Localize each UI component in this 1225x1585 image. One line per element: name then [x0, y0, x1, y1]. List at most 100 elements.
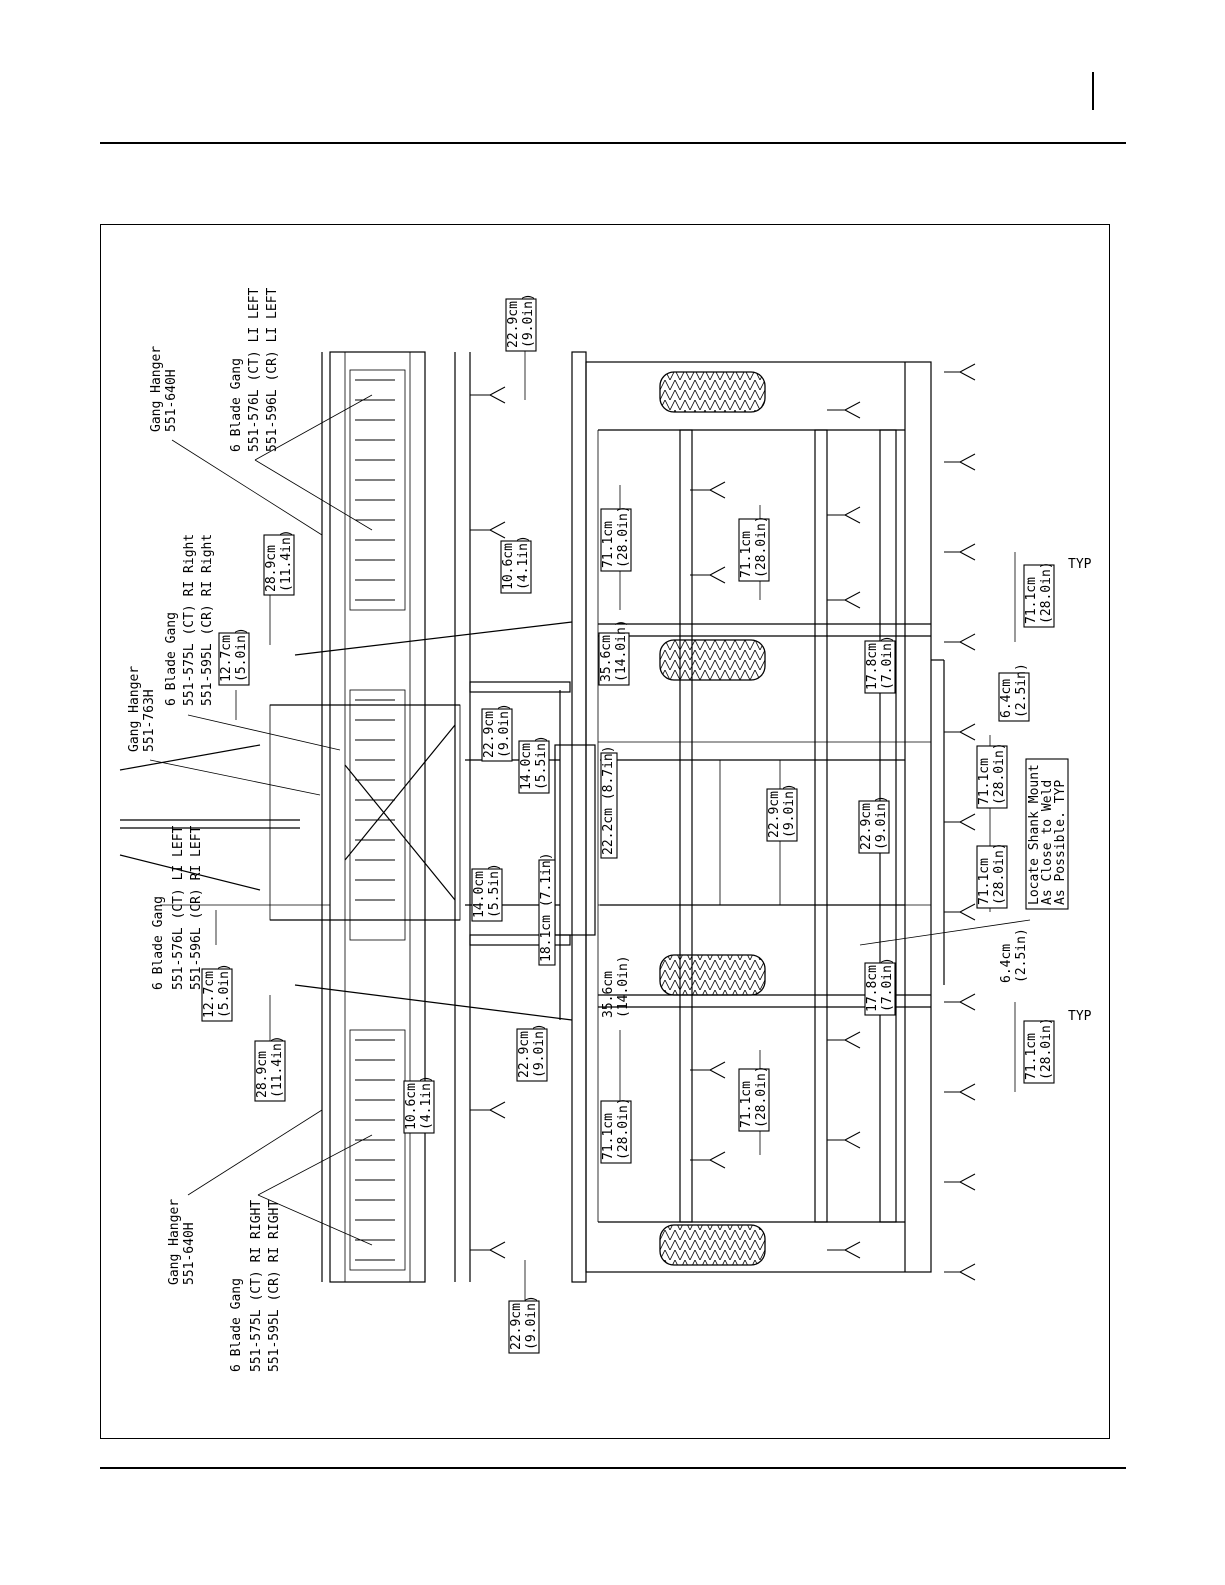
dim-22-9-c1: 22.9cm(9.0in) [766, 783, 798, 842]
svg-text:35.6cm: 35.6cm [601, 971, 616, 1018]
svg-text:(28.0in): (28.0in) [1039, 1017, 1054, 1080]
svg-text:22.9cm: 22.9cm [517, 1031, 532, 1078]
svg-text:22.9cm: 22.9cm [509, 1303, 524, 1350]
dimension-callouts: 22.9cm(9.0in) 28.9cm(11.4in) 12.7cm(5.0i… [201, 293, 1092, 1354]
svg-text:6.4cm: 6.4cm [999, 679, 1014, 718]
svg-text:(9.0in): (9.0in) [524, 1295, 539, 1350]
dim-17-8-bot: 17.8cm(7.0in) [864, 957, 896, 1016]
svg-text:71.1cm: 71.1cm [601, 1113, 616, 1160]
svg-text:71.1cm: 71.1cm [739, 1081, 754, 1128]
svg-text:22.9cm: 22.9cm [506, 301, 521, 348]
svg-text:(5.0in): (5.0in) [234, 627, 249, 682]
dim-typ-top: TYP [1068, 557, 1092, 572]
svg-text:551-576L (CT) LI LEFT: 551-576L (CT) LI LEFT [247, 287, 262, 452]
shank-sweeps [470, 363, 976, 1281]
svg-text:71.1cm: 71.1cm [977, 858, 992, 905]
svg-text:551-763H: 551-763H [142, 689, 157, 752]
svg-text:(28.0in): (28.0in) [616, 505, 631, 568]
drawing-frame [100, 224, 1110, 1439]
dim-22-9-top: 22.9cm(9.0in) [505, 293, 537, 352]
svg-text:(11.4in): (11.4in) [270, 1035, 285, 1098]
svg-text:551-595L (CR) RI RIGHT: 551-595L (CR) RI RIGHT [267, 1200, 282, 1372]
svg-text:(7.0in): (7.0in) [880, 957, 895, 1012]
dim-10-6-top: 10.6cm(4.1in) [500, 535, 532, 594]
svg-text:(28.0in): (28.0in) [754, 515, 769, 578]
dim-71-1-e: 71.1cm(28.0in) [976, 842, 1008, 909]
dim-35-6-bot: 35.6cm(14.0in) [601, 955, 631, 1018]
dim-18-1: 18.1cm (7.1in) [538, 852, 556, 966]
dim-71-1-a: 71.1cm(28.0in) [600, 505, 632, 572]
svg-text:6 Blade Gang: 6 Blade Gang [229, 358, 244, 452]
svg-text:(14.0in): (14.0in) [614, 619, 629, 682]
dim-14-0-b: 14.0cm(5.5in) [471, 863, 503, 922]
svg-text:551-640H: 551-640H [164, 369, 179, 432]
svg-text:28.9cm: 28.9cm [255, 1051, 270, 1098]
svg-text:(28.0in): (28.0in) [992, 842, 1007, 905]
label-gang-center-left: 6 Blade Gang 551-576L (CT) LI LEFT 551-5… [151, 825, 204, 990]
dim-12-7-top: 12.7cm(5.0in) [218, 627, 250, 686]
svg-text:(9.0in): (9.0in) [782, 783, 797, 838]
svg-text:(2.5in): (2.5in) [1014, 928, 1029, 983]
dim-71-1-d: 71.1cm(28.0in) [976, 742, 1008, 809]
dim-22-9-bm: 22.9cm(9.0in) [516, 1023, 548, 1082]
svg-text:(7.0in): (7.0in) [880, 635, 895, 690]
svg-text:(28.0in): (28.0in) [754, 1065, 769, 1128]
dim-10-6-bot: 10.6cm(4.1in) [403, 1075, 435, 1134]
svg-text:(14.0in): (14.0in) [616, 955, 631, 1018]
dim-22-9-c2: 22.9cm(9.0in) [858, 795, 890, 854]
svg-text:Locate Shank Mount: Locate Shank Mount [1027, 764, 1042, 905]
svg-text:71.1cm: 71.1cm [977, 758, 992, 805]
svg-text:Gang Hanger: Gang Hanger [127, 666, 142, 752]
svg-text:Gang Hanger: Gang Hanger [167, 1199, 182, 1285]
dim-22-9-bottom: 22.9cm(9.0in) [508, 1295, 540, 1354]
svg-text:71.1cm: 71.1cm [601, 521, 616, 568]
label-gang-top-right: 6 Blade Gang 551-575L (CT) RI Right 551-… [164, 534, 215, 706]
svg-text:551-575L (CT) RI Right: 551-575L (CT) RI Right [182, 534, 197, 706]
svg-text:(5.5in): (5.5in) [487, 863, 502, 918]
svg-text:As Possible. TYP: As Possible. TYP [1053, 780, 1068, 905]
dim-71-1-f: 71.1cm(28.0in) [1023, 1017, 1055, 1084]
svg-text:551-575L (CT) RI RIGHT: 551-575L (CT) RI RIGHT [249, 1200, 264, 1372]
blade-gangs [349, 369, 406, 1271]
svg-text:10.6cm: 10.6cm [501, 543, 516, 590]
svg-text:17.8cm: 17.8cm [865, 965, 880, 1012]
dim-typ-bottom: TYP [1068, 1009, 1092, 1024]
dim-71-1-h: 71.1cm(28.0in) [738, 1065, 770, 1132]
dim-22-2: 22.2cm (8.7in) [600, 745, 618, 859]
dim-12-7-bot: 12.7cm(5.0in) [201, 963, 233, 1022]
dim-22-9-mid: 22.9cm(9.0in) [481, 703, 513, 762]
dim-17-8-top: 17.8cm(7.0in) [864, 635, 896, 694]
svg-text:6 Blade Gang: 6 Blade Gang [164, 612, 179, 706]
svg-text:12.7cm: 12.7cm [219, 635, 234, 682]
label-gang-top-left: 6 Blade Gang 551-576L (CT) LI LEFT 551-5… [229, 287, 280, 452]
svg-text:(28.0in): (28.0in) [992, 742, 1007, 805]
label-shank-note: Locate Shank Mount As Close to Weld As P… [1025, 758, 1069, 910]
dim-71-1-c: 71.1cm(28.0in) [1023, 561, 1055, 628]
dim-71-1-g: 71.1cm(28.0in) [600, 1097, 632, 1164]
label-gang-hanger-bottom: Gang Hanger 551-640H [167, 1199, 197, 1285]
tires [659, 371, 766, 1266]
dim-6-4-bot: 6.4cm(2.5in) [999, 928, 1029, 983]
label-gang-bottom-right: 6 Blade Gang 551-575L (CT) RI RIGHT 551-… [229, 1200, 282, 1372]
callout-labels: Gang Hanger 551-640H 6 Blade Gang 551-57… [127, 287, 1069, 1372]
svg-text:22.9cm: 22.9cm [482, 711, 497, 758]
svg-text:17.8cm: 17.8cm [865, 643, 880, 690]
svg-text:(2.5in): (2.5in) [1014, 663, 1029, 718]
svg-text:14.0cm: 14.0cm [519, 743, 534, 790]
svg-text:(4.1in): (4.1in) [419, 1075, 434, 1130]
svg-text:551-596L (CR) RI LEFT: 551-596L (CR) RI LEFT [189, 825, 204, 990]
svg-text:10.6cm: 10.6cm [404, 1083, 419, 1130]
dim-28-9-top: 28.9cm(11.4in) [263, 529, 295, 596]
svg-text:18.1cm (7.1in): 18.1cm (7.1in) [539, 852, 554, 962]
svg-text:551-576L (CT) LI LEFT: 551-576L (CT) LI LEFT [171, 825, 186, 990]
dim-35-6-top: 35.6cm(14.0in) [598, 619, 630, 686]
svg-text:551-596L (CR) LI LEFT: 551-596L (CR) LI LEFT [265, 287, 280, 452]
svg-text:(11.4in): (11.4in) [279, 529, 294, 592]
header-tick-mark [1092, 72, 1094, 110]
dim-14-0-a: 14.0cm(5.5in) [518, 735, 550, 794]
svg-text:551-595L (CR) RI Right: 551-595L (CR) RI Right [200, 534, 215, 706]
dim-6-4-top: 6.4cm(2.5in) [998, 663, 1030, 722]
svg-text:22.2cm (8.7in): 22.2cm (8.7in) [601, 745, 616, 855]
svg-text:As Close to Weld: As Close to Weld [1040, 780, 1055, 905]
